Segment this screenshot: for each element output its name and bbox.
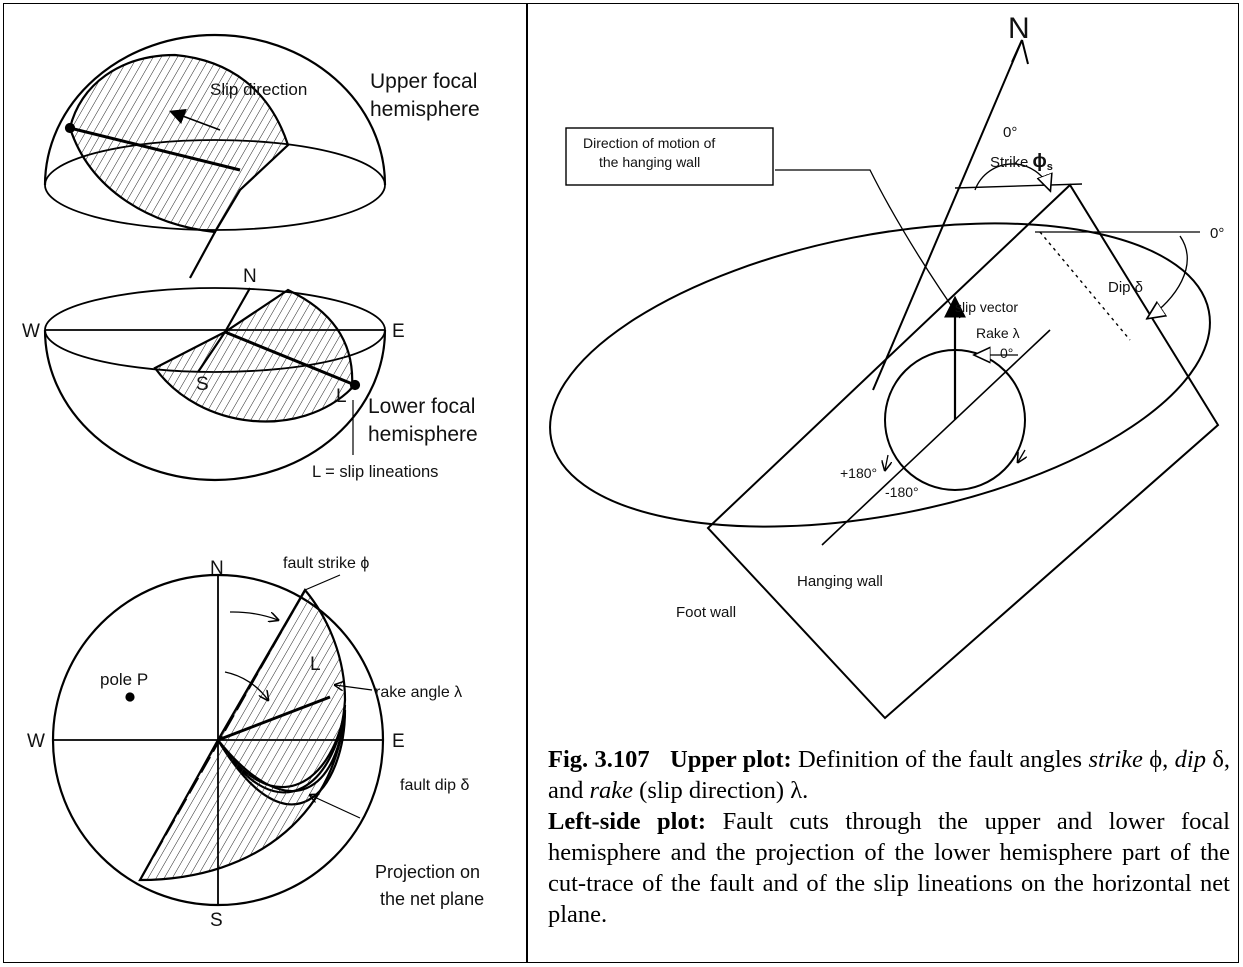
slip-direction-arrow xyxy=(169,109,221,131)
upper-hemisphere-title-1: Upper focal xyxy=(370,70,477,93)
lower-hemisphere-diagram xyxy=(43,287,387,482)
pole-label: pole P xyxy=(100,670,148,689)
upper-dome-outline xyxy=(43,33,387,186)
upper-hemisphere-diagram xyxy=(43,33,387,279)
projection-title-1: Projection on xyxy=(375,862,480,882)
strike-label: Strike ϕs xyxy=(990,151,1053,173)
north-arrow-head xyxy=(1011,39,1029,65)
minus-180-label: -180° xyxy=(885,484,919,500)
upper-fault-trace xyxy=(189,231,216,279)
figure-number: Fig. 3.107 xyxy=(548,746,650,773)
upper-slip-line xyxy=(69,126,241,172)
plus-180-label: +180° xyxy=(840,465,877,481)
net-slip-line xyxy=(217,695,331,742)
strike-leader xyxy=(304,574,341,591)
fault-plane-rectangle xyxy=(706,183,1220,720)
dip-symbol: δ xyxy=(1212,746,1224,773)
rake-symbol: λ xyxy=(790,777,803,804)
dip-leader xyxy=(310,795,361,819)
upper-plot-text-1: Definition of the fault angles xyxy=(798,746,1083,773)
slip-vector-label: slip vector xyxy=(955,299,1018,315)
fault-geometry-diagram xyxy=(549,39,1220,720)
dip-angle-arc xyxy=(1148,235,1188,318)
lower-n-line xyxy=(224,287,251,333)
projection-title-2: the net plane xyxy=(380,889,484,909)
lower-e-label: E xyxy=(392,321,405,342)
lower-s-label: S xyxy=(196,374,209,395)
upper-plot-text-2: (slip direction) xyxy=(639,777,785,804)
foot-wall-label: Foot wall xyxy=(676,604,736,621)
hanging-wall-label: Hanging wall xyxy=(797,573,883,590)
zero-deg-right: 0° xyxy=(1210,225,1224,242)
zero-deg-rake: 0° xyxy=(1000,345,1013,361)
north-label: N xyxy=(1008,12,1030,45)
strike-angle-arc xyxy=(229,611,278,620)
lower-fault-plane xyxy=(153,288,354,423)
upper-plot-title: Upper plot: xyxy=(670,746,792,773)
dip-dotted-line xyxy=(1039,231,1131,341)
rake-circle-arrow-right xyxy=(1018,449,1025,462)
rake-leader xyxy=(335,685,373,690)
dip-label: Dip δ xyxy=(1108,279,1143,296)
left-plot-text: Fault cuts through the upper and lower f… xyxy=(548,808,1230,928)
upper-hemisphere-title-2: hemisphere xyxy=(370,98,480,121)
lower-slip-line xyxy=(224,330,356,387)
lower-l-label: L xyxy=(336,386,347,407)
motion-box xyxy=(565,127,774,186)
rake-label: Rake λ xyxy=(976,325,1020,341)
net-n-label: N xyxy=(210,558,224,579)
rake-circle-arrow-left xyxy=(885,454,888,470)
pole-dot xyxy=(125,692,135,702)
rake-word: rake xyxy=(589,777,634,804)
lower-s-line xyxy=(197,331,226,373)
lower-slip-dot xyxy=(349,379,361,391)
slip-direction-label: Slip direction xyxy=(210,80,307,99)
strike-angle-arc xyxy=(974,163,1050,190)
motion-box-line2: the hanging wall xyxy=(599,154,700,170)
rake-diameter-line xyxy=(821,329,1051,546)
strike-angle-line xyxy=(954,183,1083,189)
motion-leader xyxy=(775,169,961,319)
north-arrow-shaft xyxy=(872,39,1023,391)
figure-frame xyxy=(3,3,1239,963)
net-s-label: S xyxy=(210,910,223,931)
strike-trace xyxy=(139,589,306,881)
lower-n-label: N xyxy=(243,266,257,287)
lower-hemisphere-title-2: hemisphere xyxy=(368,423,478,446)
rake-angle-label: rake angle λ xyxy=(375,684,462,701)
upper-fault-plane xyxy=(68,53,290,234)
lower-hemisphere-title-1: Lower focal xyxy=(368,395,475,418)
zero-deg-top: 0° xyxy=(1003,124,1017,141)
dip-angle-arc xyxy=(224,671,268,700)
projection-diagram xyxy=(51,573,385,907)
fault-dip-label: fault dip δ xyxy=(400,777,469,794)
net-fault-lower-part xyxy=(138,704,347,882)
strike-word: strike xyxy=(1088,746,1143,773)
lower-bowl-outline xyxy=(43,329,387,482)
net-l-label: L xyxy=(310,654,321,675)
horizontal-plane-ellipse xyxy=(549,222,1211,528)
left-plot-title: Left-side plot: xyxy=(548,808,707,835)
net-e-label: E xyxy=(392,731,405,752)
dip-word: dip xyxy=(1174,746,1206,773)
lower-w-label: W xyxy=(22,321,40,342)
upper-slip-dot xyxy=(64,122,76,134)
figure-caption: Fig. 3.107 Upper plot: Definition of the… xyxy=(548,746,1231,928)
motion-box-line1: Direction of motion of xyxy=(583,135,715,151)
strike-symbol: ϕ xyxy=(1149,746,1163,773)
panel-divider xyxy=(526,3,528,963)
fault-strike-label: fault strike ϕ xyxy=(283,555,369,572)
slip-lineations-legend: L = slip lineations xyxy=(312,463,438,481)
net-w-label: W xyxy=(27,731,45,752)
